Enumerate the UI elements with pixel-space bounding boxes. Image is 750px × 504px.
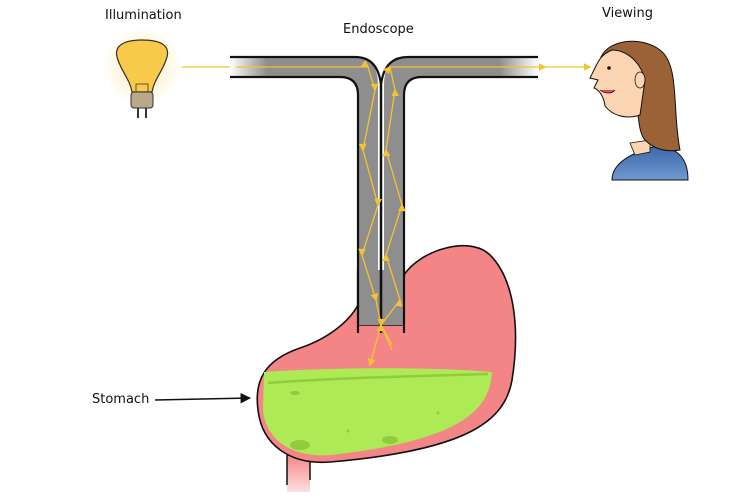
illumination-label: Illumination [105, 8, 182, 23]
viewing-label: Viewing [602, 6, 653, 21]
stomach-pointer-arrow [154, 392, 252, 404]
light-rays [236, 60, 592, 367]
endoscope-left-arm [230, 57, 378, 325]
endoscope-label: Endoscope [343, 22, 414, 37]
viewer-person-icon [589, 40, 689, 181]
stomach-label: Stomach [92, 392, 150, 407]
light-bulb-icon [102, 30, 182, 118]
